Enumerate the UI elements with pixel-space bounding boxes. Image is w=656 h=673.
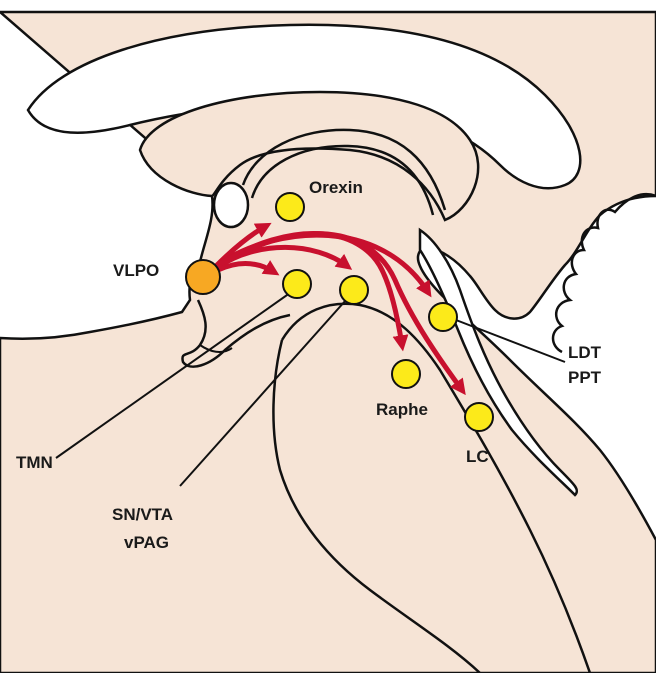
snvta-node [340,276,368,304]
lc-node [465,403,493,431]
anterior-commissure [214,183,248,227]
vlpo-label: VLPO [113,261,159,280]
snvta-label-line2: vPAG [124,533,169,552]
raphe-node [392,360,420,388]
ldt-label-line2: PPT [568,368,602,387]
snvta-label-line1: SN/VTA [112,505,173,524]
lc-label: LC [466,447,489,466]
orexin-label: Orexin [309,178,363,197]
ldt-node [429,303,457,331]
raphe-label: Raphe [376,400,428,419]
orexin-node [276,193,304,221]
vlpo-node [186,260,220,294]
tmn-label: TMN [16,453,53,472]
tmn-node [283,270,311,298]
ldt-label-line1: LDT [568,343,602,362]
